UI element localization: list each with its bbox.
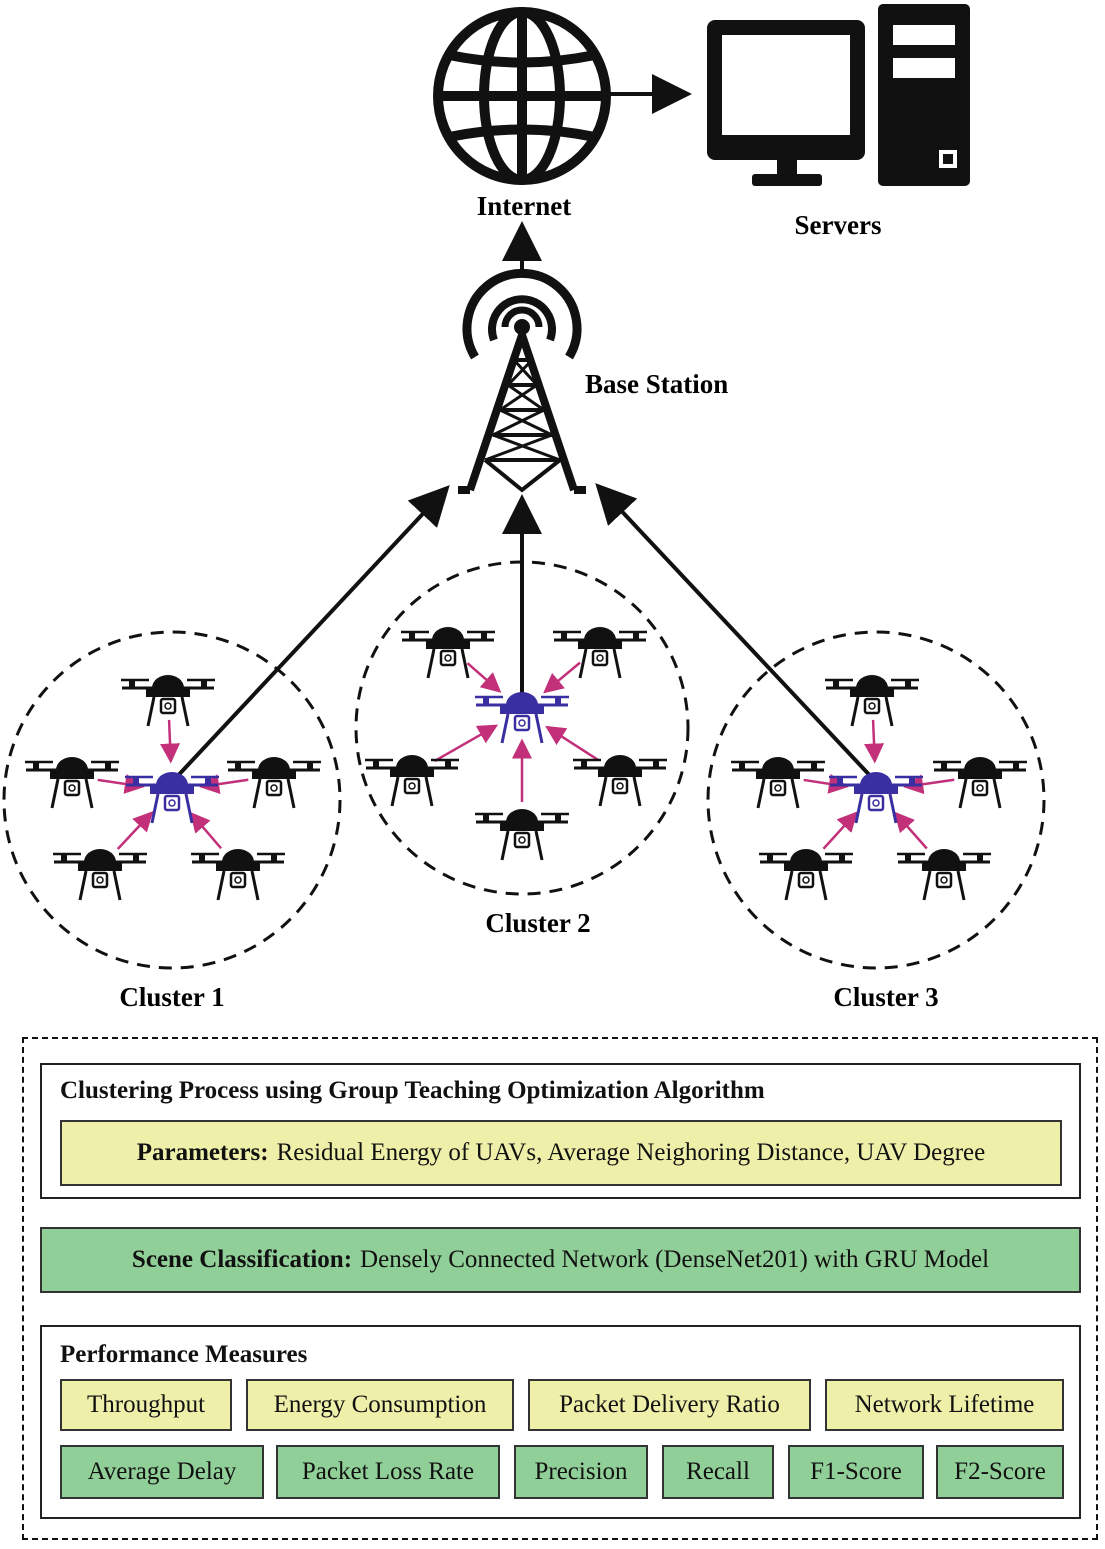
cluster-2-member-arrow <box>543 661 581 694</box>
cluster-3-member-arrow <box>864 719 885 764</box>
cluster-1-uplink-arrow <box>170 485 450 784</box>
metric-recall: Recall <box>662 1445 774 1499</box>
performance-panel: Performance Measures Throughput Energy C… <box>40 1325 1081 1519</box>
cluster-1-member-arrow <box>160 719 181 764</box>
performance-title: Performance Measures <box>60 1341 308 1368</box>
uav-drone-icon <box>759 849 853 901</box>
uav-drone-icon <box>825 675 919 727</box>
metric-network-lifetime: Network Lifetime <box>825 1379 1064 1431</box>
uav-drone-icon <box>227 757 321 809</box>
metric-energy-consumption: Energy Consumption <box>246 1379 514 1431</box>
parameters-box: Parameters: Residual Energy of UAVs, Ave… <box>60 1120 1062 1186</box>
uav-drone-icon <box>475 809 569 861</box>
scene-classification-box: Scene Classification: Densely Connected … <box>40 1227 1081 1293</box>
cluster-1-label: Cluster 1 <box>119 982 224 1012</box>
globe-icon <box>433 7 611 185</box>
cluster-1-member-arrow <box>189 811 223 850</box>
uav-drone-icon <box>731 757 825 809</box>
monitor-icon <box>707 20 865 186</box>
scene-classification-text: Densely Connected Network (DenseNet201) … <box>360 1246 990 1273</box>
cluster-3-label: Cluster 3 <box>833 982 938 1012</box>
uav-drone-icon <box>573 755 667 807</box>
cluster-2-member-arrow <box>433 724 499 763</box>
base-station-tower-icon <box>458 268 586 494</box>
cluster-3-member-arrow <box>822 811 858 850</box>
uav-drone-icon <box>25 757 119 809</box>
uav-drone-icon <box>53 849 147 901</box>
uav-drone-icon <box>191 849 285 901</box>
metric-packet-loss-rate: Packet Loss Rate <box>276 1445 500 1499</box>
cluster-2-member-arrow <box>545 725 599 761</box>
metric-f2-score: F2-Score <box>936 1445 1064 1499</box>
uav-drone-icon <box>897 849 991 901</box>
servers-label: Servers <box>795 210 882 240</box>
parameters-label: Parameters: <box>136 1139 269 1166</box>
cluster-3-boundary <box>706 630 1046 970</box>
uav-drone-icon <box>121 675 215 727</box>
metric-throughput: Throughput <box>60 1379 232 1431</box>
metric-packet-delivery-ratio: Packet Delivery Ratio <box>528 1379 811 1431</box>
uav-drone-icon <box>401 627 495 679</box>
base-station-label: Base Station <box>585 369 728 399</box>
cluster-3-uplink-arrow <box>595 483 878 784</box>
uav-drone-icon <box>365 755 459 807</box>
drone-group <box>25 627 1027 901</box>
parameters-text: Residual Energy of UAVs, Average Neighor… <box>276 1139 986 1166</box>
framework-frame <box>22 1037 1098 1540</box>
cluster-3-member-arrow <box>894 811 928 850</box>
clustering-panel: Clustering Process using Group Teaching … <box>40 1063 1081 1199</box>
internet-label: Internet <box>477 191 571 221</box>
uav-drone-icon <box>553 627 647 679</box>
server-tower-icon <box>878 4 970 186</box>
metric-average-delay: Average Delay <box>60 1445 264 1499</box>
uav-drone-icon <box>933 757 1027 809</box>
cluster-1-boundary <box>2 630 342 970</box>
cluster-head-drone-icon <box>125 772 219 824</box>
metric-f1-score: F1-Score <box>788 1445 924 1499</box>
cluster-head-drone-icon <box>475 692 569 744</box>
cluster-2-member-arrow <box>466 662 502 693</box>
metric-precision: Precision <box>514 1445 648 1499</box>
cluster-1-member-arrow <box>116 811 154 850</box>
network-diagram: Internet Servers Base Station Cluster 1 … <box>2 4 1046 1012</box>
cluster-2-label: Cluster 2 <box>485 908 590 938</box>
scene-classification-label: Scene Classification: <box>131 1246 353 1273</box>
clustering-title: Clustering Process using Group Teaching … <box>60 1077 765 1104</box>
cluster-head-drone-icon <box>829 772 923 824</box>
